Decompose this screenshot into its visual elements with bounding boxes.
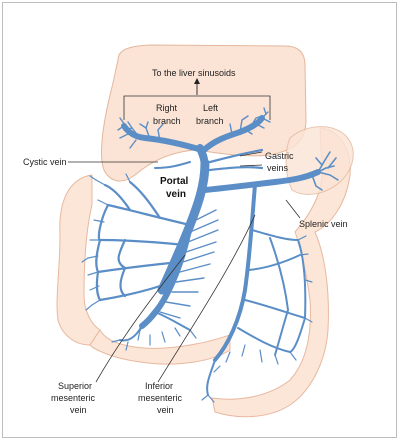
inferior-mesenteric-branches <box>206 229 307 396</box>
gastric-veins-label-1: Gastric <box>265 151 294 161</box>
sup-mes-label-1: Superior <box>58 381 92 391</box>
right-branch-label-1: Right <box>156 103 178 113</box>
right-branch-label-2: branch <box>153 116 181 126</box>
left-branch-twigs <box>229 107 271 135</box>
inf-mes-label-2: mesenteric <box>138 393 183 403</box>
superior-mesenteric-left-branches <box>95 180 192 302</box>
to-liver-label: To the liver sinusoids <box>152 68 236 78</box>
splenic-leader <box>285 199 301 219</box>
portal-junction <box>196 144 209 172</box>
cystic-vein-label: Cystic vein <box>23 157 67 167</box>
right-branch-vein <box>121 123 205 153</box>
inferior-mesenteric-twigs <box>201 235 313 403</box>
splenic-twigs <box>311 151 339 191</box>
up-arrow-icon <box>194 78 200 84</box>
inferior-mesenteric-vein-path <box>213 183 257 362</box>
gastric-leader-2 <box>239 164 263 167</box>
gastric-vein-2 <box>208 166 264 172</box>
splenic-vein-label: Splenic vein <box>299 219 348 229</box>
left-branch-label-1: Left <box>203 103 219 113</box>
sup-mes-label-2: mesenteric <box>51 393 96 403</box>
right-branch-twigs <box>117 117 164 149</box>
splenic-vein-path <box>202 169 321 193</box>
portal-vein-label-2: vein <box>166 189 186 200</box>
inf-mes-label-3: vein <box>157 405 174 415</box>
superior-mesenteric-twigs-left <box>81 173 131 311</box>
inf-mes-leader <box>157 214 256 383</box>
sinusoid-bracket <box>123 95 271 120</box>
cystic-vein <box>154 161 191 169</box>
gastric-leader-1 <box>239 151 263 157</box>
transverse-colon <box>89 329 231 365</box>
left-branch-label-2: branch <box>196 116 224 126</box>
sup-mes-label-3: vein <box>70 405 87 415</box>
portal-vein-label-1: Portal <box>160 176 189 187</box>
inf-mes-label-1: Inferior <box>145 381 173 391</box>
sup-mes-leader <box>95 254 186 383</box>
mesenteric-ladder-branches <box>159 209 219 319</box>
ascending-colon <box>56 174 101 346</box>
ileal-twigs <box>111 327 197 351</box>
gastric-veins-label-2: veins <box>267 163 289 173</box>
gastric-vein-1 <box>208 148 264 164</box>
